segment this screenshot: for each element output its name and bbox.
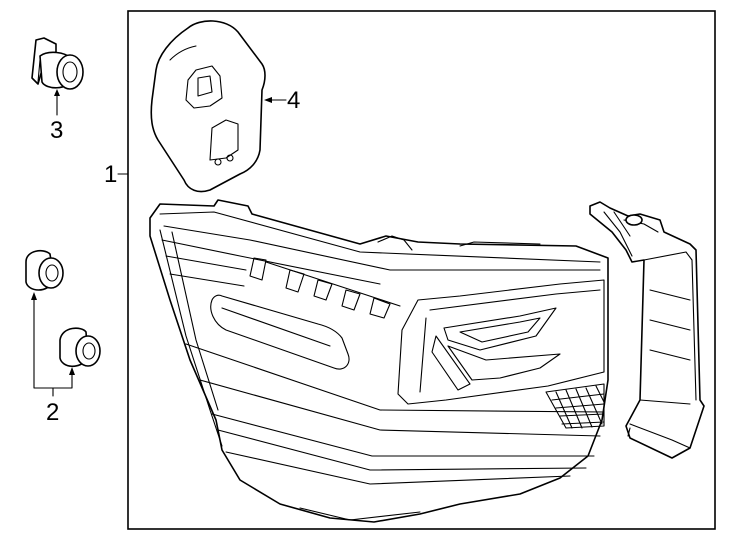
- callout-1[interactable]: 1: [104, 161, 129, 188]
- callout-3-label: 3: [50, 117, 63, 144]
- callout-3[interactable]: 3: [50, 89, 63, 144]
- grommet-part-2b[interactable]: [59, 327, 101, 368]
- callout-2-label: 2: [46, 399, 59, 426]
- callout-2-arrow-b: [69, 367, 75, 375]
- callout-2-arrow-a: [31, 292, 37, 300]
- callout-4-arrow: [264, 97, 272, 103]
- callout-3-arrow: [54, 89, 60, 96]
- clip-part-3[interactable]: [31, 37, 84, 90]
- callout-2[interactable]: 2: [31, 292, 75, 426]
- callout-4[interactable]: 4: [264, 87, 300, 114]
- cover-part-4[interactable]: [150, 20, 266, 193]
- seal-bracket[interactable]: [589, 201, 705, 459]
- assembly-frame: [127, 10, 716, 530]
- callout-4-label: 4: [287, 87, 300, 114]
- tail-lamp-assembly[interactable]: [149, 199, 609, 523]
- grommet-part-2a[interactable]: [25, 249, 64, 291]
- callout-1-label: 1: [104, 161, 117, 188]
